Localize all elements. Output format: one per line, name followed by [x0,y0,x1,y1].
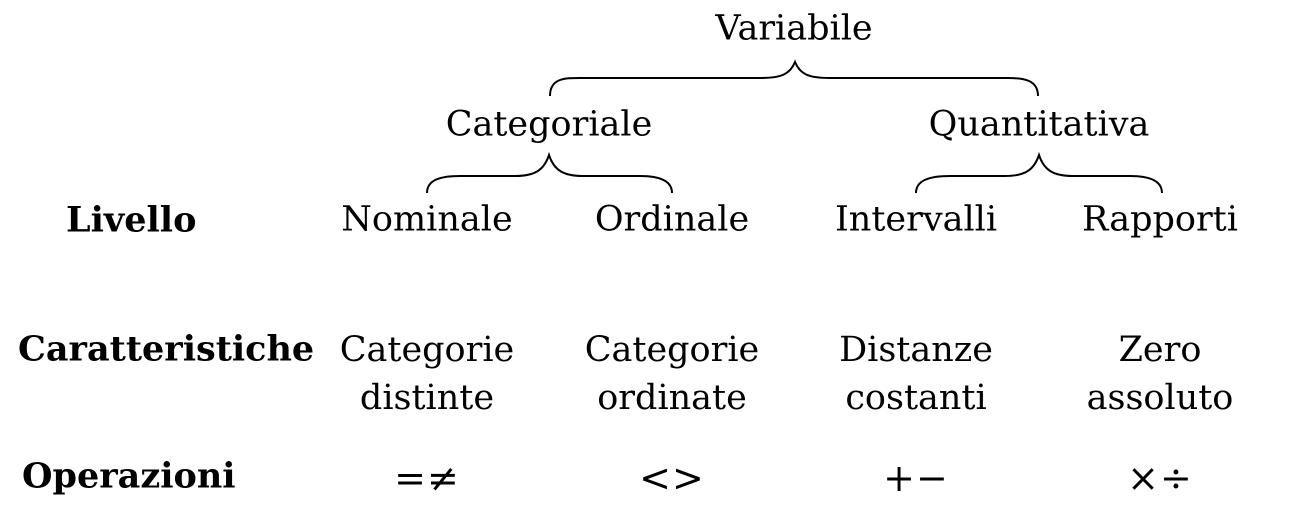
row-label-caratteristiche: Caratteristiche [18,328,315,370]
operations-nominale: =≠ [394,456,460,500]
characteristics-line: Distanze [839,330,993,370]
characteristics-line: Categorie [339,330,515,370]
characteristics-intervalli: Distanze costanti [839,326,993,422]
row-label-livello: Livello [66,199,197,241]
level-nominale: Nominale [341,199,513,240]
operations-ordinale: <> [639,456,705,500]
characteristics-line: ordinate [597,378,747,418]
group-categoriale: Categoriale [445,104,653,145]
brace-quantitativa [915,151,1163,194]
characteristics-line: Categorie [584,330,760,370]
characteristics-line: costanti [845,378,987,418]
root-node-variabile: Variabile [715,8,873,49]
level-rapporti: Rapporti [1082,199,1238,240]
characteristics-line: distinte [359,378,495,418]
level-intervalli: Intervalli [834,199,998,240]
level-ordinale: Ordinale [594,199,750,240]
operations-rapporti: ×÷ [1127,456,1193,500]
characteristics-line: assoluto [1086,378,1234,418]
characteristics-nominale: Categorie distinte [340,326,515,422]
group-quantitativa: Quantitativa [928,104,1150,145]
characteristics-rapporti: Zero assoluto [1087,326,1234,422]
brace-variabile [549,59,1039,97]
row-label-operazioni: Operazioni [22,455,236,497]
characteristics-line: Zero [1118,330,1202,370]
characteristics-ordinale: Categorie ordinate [585,326,760,422]
brace-categoriale [426,151,673,194]
operations-intervalli: +− [883,456,949,500]
